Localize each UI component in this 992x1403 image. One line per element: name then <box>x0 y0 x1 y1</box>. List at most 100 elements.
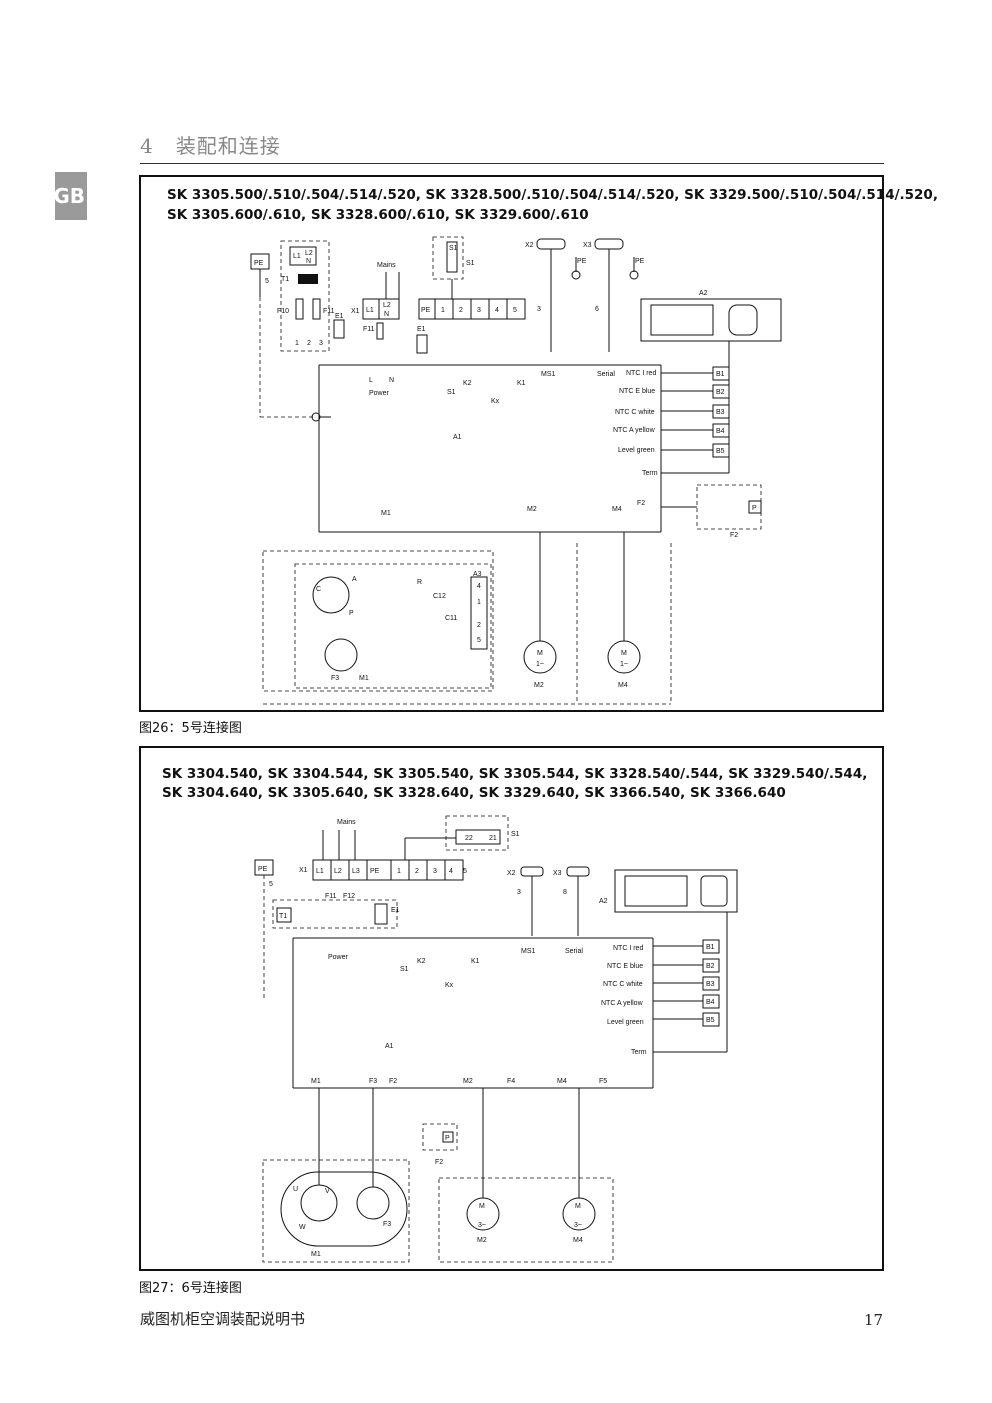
e1-heater-label: E1 <box>417 326 426 333</box>
compressor-v: V <box>325 1188 330 1195</box>
k2-label: K2 <box>417 958 426 965</box>
b5-label: B5 <box>716 448 725 455</box>
m4-terminal-label: M4 <box>557 1078 567 1085</box>
f10-label: F10 <box>277 308 289 315</box>
x1-term-2: 2 <box>415 868 419 875</box>
x3-wire-count: 8 <box>563 889 567 896</box>
x1-label: X1 <box>299 867 308 874</box>
fan-motor-m2 <box>523 640 557 674</box>
m4-motor-m: M <box>621 650 627 657</box>
t1-l1-label: L1 <box>293 253 301 260</box>
t1-l2-label: L2 <box>305 250 313 257</box>
a3-pin-2: 2 <box>477 622 481 629</box>
s1-label: S1 <box>511 831 520 838</box>
figure-27-models-line2: SK 3304.640, SK 3305.640, SK 3328.640, S… <box>162 785 786 801</box>
a2-label: A2 <box>599 898 608 905</box>
figure-26-models-line2: SK 3305.600/.610, SK 3328.600/.610, SK 3… <box>167 207 589 223</box>
x1-term-1: 1 <box>397 868 401 875</box>
compressor-c: C <box>316 586 321 593</box>
b2-label: B2 <box>716 389 725 396</box>
chapter-heading: 4 装配和连接 <box>140 130 281 159</box>
ntc-blue-label: NTC E blue <box>607 963 643 970</box>
wiring-diagram-6: Mains PE 5 X1 L1 L2 L3 PE 1 2 3 4 5 22 2… <box>254 815 738 1263</box>
b4-label: B4 <box>716 428 725 435</box>
chapter-title: 装配和连接 <box>175 134 281 158</box>
a3-pin-4: 4 <box>477 583 481 590</box>
a1-label: A1 <box>385 1043 394 1050</box>
compressor-p: P <box>349 610 354 617</box>
s1-contact-22: 22 <box>465 835 473 842</box>
m2-terminal-label: M2 <box>463 1078 473 1085</box>
serial-label: Serial <box>597 371 615 378</box>
figure-26-frame: SK 3305.500/.510/.504/.514/.520, SK 3328… <box>139 175 938 712</box>
f2-label: F2 <box>637 500 645 507</box>
kx-label: Kx <box>445 982 454 989</box>
kx-label: Kx <box>491 398 500 405</box>
t1-pin-1: 1 <box>295 340 299 347</box>
x1-l1: L1 <box>316 868 324 875</box>
t1-n-label: N <box>306 258 311 265</box>
t1-pin-2: 2 <box>307 340 311 347</box>
fan-motor-m4 <box>607 640 641 674</box>
a3-pin-5: 5 <box>477 637 481 644</box>
k1-label: K1 <box>517 380 526 387</box>
s1-contact-21: 21 <box>489 835 497 842</box>
m2-motor-m: M <box>479 1203 485 1210</box>
x1-l3: L3 <box>352 868 360 875</box>
m2-motor-m: M <box>537 650 543 657</box>
x3-label: X3 <box>553 870 562 877</box>
page-number: 17 <box>864 1311 884 1329</box>
t1-pin-3: 3 <box>319 340 323 347</box>
f2-label: F2 <box>435 1159 443 1166</box>
x1-l2: L2 <box>383 302 391 309</box>
figure-27-caption: 图27：6号连接图 <box>139 1281 242 1296</box>
x1-l2: L2 <box>334 868 342 875</box>
ntc-red-label: NTC I red <box>613 945 643 952</box>
m4-motor-phase: 1~ <box>620 661 628 668</box>
a1-label: A1 <box>453 434 462 441</box>
power-label: Power <box>328 954 349 961</box>
m2-motor-phase: 3~ <box>478 1222 486 1229</box>
wiring-diagram-5: PE 5 L1 L2 N T1 F10 F11 E1 1 2 3 Mains X… <box>250 236 782 705</box>
figure-26-caption: 图26：5号连接图 <box>139 721 242 736</box>
b1-label: B1 <box>706 944 715 951</box>
m2-terminal-label: M2 <box>527 506 537 513</box>
x1-term-5: 5 <box>463 868 467 875</box>
x3-label: X3 <box>583 242 592 249</box>
t1-label: T1 <box>281 276 289 283</box>
s1-label: S1 <box>466 260 475 267</box>
capacitor-c12: C12 <box>433 593 446 600</box>
f2-p-label: P <box>752 505 757 512</box>
figure-27-models-line1: SK 3304.540, SK 3304.544, SK 3305.540, S… <box>162 766 868 782</box>
f12-label: F12 <box>343 893 355 900</box>
f2-box-label: F2 <box>730 532 738 539</box>
ntc-white-label: NTC C white <box>603 981 643 988</box>
x2-pe: PE <box>577 258 587 265</box>
m4-label: M4 <box>573 1237 583 1244</box>
m4-terminal-label: M4 <box>612 506 622 513</box>
x2-wire-count: 3 <box>537 306 541 313</box>
x2-wire-count: 3 <box>517 889 521 896</box>
f3-terminal-label: F3 <box>369 1078 377 1085</box>
x1-term-4: 4 <box>449 868 453 875</box>
x1-pe: PE <box>421 307 431 314</box>
e1-label: E1 <box>335 313 344 320</box>
pe-wire-number: 5 <box>269 881 273 888</box>
x1-term-1: 1 <box>441 307 445 314</box>
b3-label: B3 <box>716 409 725 416</box>
compressor-a: A <box>352 576 357 583</box>
e1-label: E1 <box>391 907 400 914</box>
f11-label: F11 <box>323 308 335 315</box>
a2-label: A2 <box>699 290 708 297</box>
k1-label: K1 <box>471 958 480 965</box>
x1-label: X1 <box>351 308 360 315</box>
f11-label: F11 <box>325 893 337 900</box>
a3-label: A3 <box>473 571 482 578</box>
m2-label: M2 <box>477 1237 487 1244</box>
b2-label: B2 <box>706 963 715 970</box>
resistor-r: R <box>417 579 422 586</box>
x3-wire-count: 6 <box>595 306 599 313</box>
k2-label: K2 <box>463 380 472 387</box>
pe-label: PE <box>254 260 264 267</box>
f3-label: F3 <box>331 675 339 682</box>
